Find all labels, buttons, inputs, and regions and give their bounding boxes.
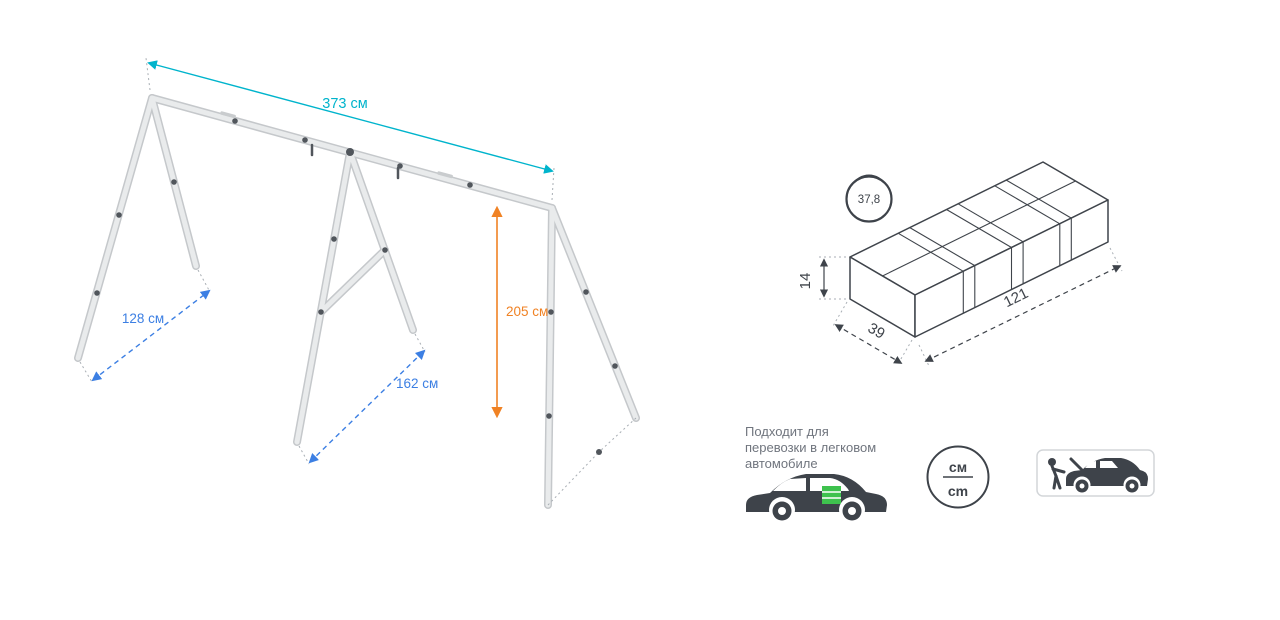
swing-frame-diagram: 373 см 128 см 162 см 205 см: [74, 57, 640, 509]
joint-clamp: [346, 148, 354, 156]
mid-depth-dimension-label: 162 см: [396, 376, 438, 391]
joint-clamp: [318, 309, 324, 315]
tube-right-front-leg: [545, 205, 555, 508]
dimension-width-373: 373 см: [145, 57, 555, 201]
dimension-left-depth-128: 128 см: [79, 269, 211, 383]
extension-line: [551, 167, 555, 201]
projection-line: [547, 451, 600, 506]
extension-line: [897, 339, 913, 365]
tube-right-rear-leg: [549, 205, 639, 421]
dimension-box-height-14: 14: [797, 256, 846, 300]
box-width-label: 39: [865, 320, 888, 343]
joint-clamp: [546, 413, 552, 419]
box-height-label: 14: [797, 273, 814, 290]
dimension-height-205: 205 см: [491, 205, 548, 419]
joint-clamp: [94, 290, 100, 296]
joint-clamp: [612, 363, 618, 369]
car-with-package-icon: [746, 474, 887, 523]
dimension-line: [924, 265, 1122, 362]
person-arm: [1051, 467, 1066, 474]
projection-dot: [596, 449, 602, 455]
wheel-hub: [848, 507, 856, 515]
green-package-icon: [822, 486, 841, 504]
joint-clamp: [548, 309, 554, 315]
extension-line: [832, 301, 848, 327]
wheel-hub: [1129, 483, 1135, 489]
kettlebell-body-icon: [845, 175, 893, 223]
joint-clamp: [583, 289, 589, 295]
extension-line: [79, 361, 93, 383]
joint-clamp: [232, 118, 238, 124]
dimension-box-width-39: 39: [832, 301, 913, 365]
box-seam: [882, 180, 1076, 277]
joint-clamp: [467, 182, 473, 188]
extension-line: [414, 333, 426, 353]
tube-middle-a-frame: [293, 148, 417, 446]
transport-caption-line2: перевозки в легковом: [745, 440, 876, 455]
person-head: [1048, 458, 1056, 466]
small-car-front-window: [1100, 461, 1118, 468]
unit-label-ru: см: [949, 459, 967, 475]
transport-caption: Подходит для перевозки в легковом автомо…: [745, 424, 876, 471]
cm-unit-icon: см cm: [926, 445, 990, 509]
joint-clamp: [331, 236, 337, 242]
package-diagram: 37,8 14 39 121: [797, 161, 1123, 367]
unit-label-en: cm: [948, 483, 968, 499]
transport-info: Подходит для перевозки в легковом автомо…: [745, 424, 1155, 523]
person-leg: [1054, 474, 1062, 490]
weight-value-label: 37,8: [858, 194, 880, 206]
wheel-hub: [1079, 483, 1085, 489]
left-depth-dimension-label: 128 см: [122, 311, 164, 326]
joint-clamp: [302, 137, 308, 143]
tube-middle-brace: [318, 247, 388, 315]
extension-line: [298, 445, 310, 465]
frame-tubes: [74, 94, 640, 509]
dimension-line: [91, 289, 211, 382]
car-rear-window: [773, 478, 806, 491]
dimension-line: [308, 349, 426, 464]
open-trunk-lid: [1069, 457, 1084, 472]
transport-caption-line1: Подходит для: [745, 424, 829, 439]
dimension-mid-depth-162: 162 см: [298, 333, 438, 465]
joint-clamp: [382, 247, 388, 253]
projection-line: [598, 417, 637, 453]
ground-projection: [547, 417, 637, 506]
transport-caption-line3: автомобиле: [745, 456, 818, 471]
width-dimension-label: 373 см: [322, 96, 367, 112]
joint-clamp: [116, 212, 122, 218]
trunk-loading-icon: [1036, 449, 1155, 497]
height-dimension-label: 205 см: [506, 304, 548, 319]
extension-line: [918, 344, 930, 367]
wheel-hub: [778, 507, 786, 515]
joint-clamp: [171, 179, 177, 185]
dimension-line: [147, 60, 554, 174]
tube-middle-a-frame: [294, 149, 416, 445]
weight-icon: 37,8: [845, 174, 893, 223]
extension-line: [197, 269, 211, 293]
small-car-rear-window: [1085, 461, 1096, 468]
dimension-line: [834, 324, 903, 364]
